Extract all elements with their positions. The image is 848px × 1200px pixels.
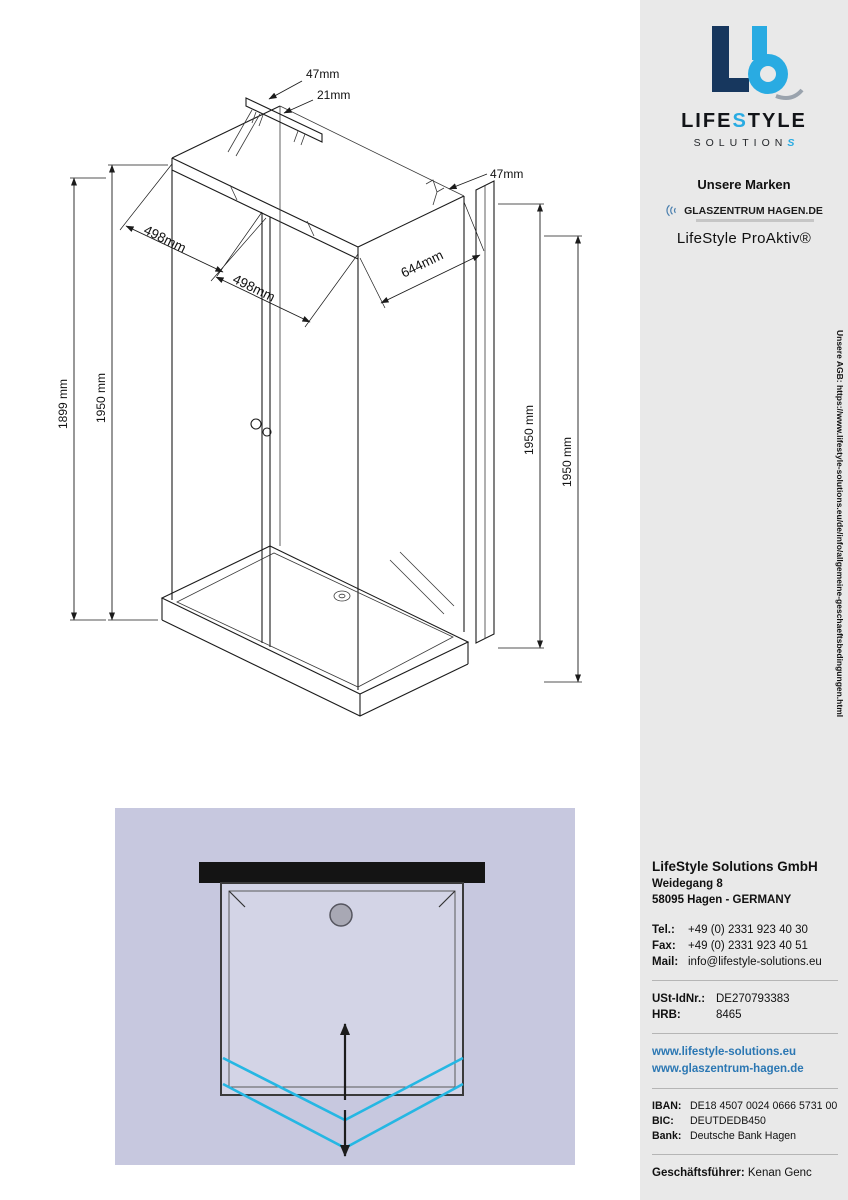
divider [652,1088,838,1089]
brand-wordmark: LIFESTYLE [640,110,848,133]
dim-label-1950-right-outer: 1950 mm [560,437,574,487]
glaszentrum-icon [666,204,677,217]
tel-row: Tel.: +49 (0) 2331 923 40 30 [652,922,838,938]
dim-label-21: 21mm [317,88,350,102]
ustid-label: USt-IdNr.: [652,993,706,1005]
glaszentrum-label: GLASZENTRUM HAGEN.DE [684,204,823,217]
lifestyle-logo-mark [712,26,804,100]
agb-vertical-link[interactable]: Unsere AGB: https://www.lifestyle-soluti… [835,330,845,718]
wall-profile-right [425,179,495,644]
fax-label: Fax: [652,940,676,952]
ceo-label: Geschäftsführer: [652,1167,745,1179]
bic-value: DEUTDEDB450 [690,1115,766,1127]
divider [652,1154,838,1155]
mail-value[interactable]: info@lifestyle-solutions.eu [688,956,822,968]
hrb-value: 8465 [716,1009,742,1021]
enclosure-frame [171,105,465,690]
tel-value: +49 (0) 2331 923 40 30 [688,924,808,936]
dim-label-47-right: 47mm [490,167,523,181]
bank-value: Deutsche Bank Hagen [690,1130,797,1142]
proaktiv-brand: LifeStyle ProAktiv® [676,230,812,247]
top-view-svg [115,808,575,1165]
dimension-annotations: 47mm 21mm 47mm 498mm 498mm 644mm 1899 mm… [56,67,582,683]
dim-label-47-top: 47mm [306,67,339,81]
divider [652,980,838,981]
info-sidebar: LIFESTYLE SOLUTIONS Unsere Marken GLASZE… [640,0,848,1200]
iban-value: DE18 4507 0024 0666 5731 00 [690,1100,838,1112]
website-link-lifestyle[interactable]: www.lifestyle-solutions.eu [652,1046,796,1058]
drain-top-view [329,903,353,927]
corner-brackets [228,890,456,908]
drain [333,590,351,602]
bank-label: Bank: [652,1130,682,1142]
wall-bracket [425,179,445,206]
wordmark-post: TYLE [747,110,807,132]
bank-row: Bank: Deutsche Bank Hagen [652,1129,838,1144]
technical-drawing-area: 47mm 21mm 47mm 498mm 498mm 644mm 1899 mm… [56,67,582,1165]
door-knob [250,418,262,430]
top-rail-detached [245,97,323,146]
unsere-marken-heading: Unsere Marken [697,177,791,192]
ceo-name: Kenan Genc [747,1167,812,1179]
wall-bar [199,862,485,883]
door-knob [262,427,272,437]
company-city: 58095 Hagen - GERMANY [652,894,792,906]
hrb-label: HRB: [652,1009,681,1021]
brand-subword: SOLUTIONS [640,137,848,149]
iban-label: IBAN: [652,1100,682,1112]
mail-label: Mail: [652,956,679,968]
glaszentrum-tagline-microtext [696,219,814,222]
ustid-value: DE270793383 [716,993,790,1005]
dim-label-1950-left: 1950 mm [94,373,108,423]
bic-label: BIC: [652,1115,674,1127]
bic-row: BIC: DEUTDEDB450 [652,1114,838,1129]
wordmark-accent: S [732,110,748,132]
subword-accent: S [787,137,795,149]
company-info-block: LifeStyle Solutions GmbH Weidegang 8 580… [652,858,838,1181]
logo-s-stem [752,26,767,60]
shower-tray [160,545,470,717]
top-view-diagram [115,808,575,1165]
ceo-row: Geschäftsführer: Kenan Genc [652,1165,838,1181]
logo-swoosh [775,88,804,100]
dim-label-498-a: 498mm [141,222,188,255]
dim-label-1899: 1899 mm [56,379,70,429]
fax-row: Fax: +49 (0) 2331 923 40 51 [652,938,838,954]
company-name: LifeStyle Solutions GmbH [652,859,818,874]
company-street: Weidegang 8 [652,878,723,890]
isometric-drawing: 47mm 21mm 47mm 498mm 498mm 644mm 1899 mm… [56,67,582,717]
hrb-row: HRB: 8465 [652,1007,838,1023]
dim-label-1950-right-inner: 1950 mm [522,405,536,455]
mail-row: Mail: info@lifestyle-solutions.eu [652,954,838,970]
glaszentrum-brand: GLASZENTRUM HAGEN.DE [640,203,848,218]
divider [652,1033,838,1034]
wordmark-pre: LIFE [681,110,733,132]
ustid-row: USt-IdNr.: DE270793383 [652,991,838,1007]
lifestyle-logo [640,20,848,117]
contact-block: Tel.: +49 (0) 2331 923 40 30 Fax: +49 (0… [652,922,838,970]
tray-inner-outline [228,890,456,1088]
subword-text: SOLUTION [693,137,788,149]
fax-value: +49 (0) 2331 923 40 51 [688,940,808,952]
website-link-glaszentrum[interactable]: www.glaszentrum-hagen.de [652,1063,804,1075]
logo-l-glyph [712,26,749,92]
tel-label: Tel.: [652,924,675,936]
iban-row: IBAN: DE18 4507 0024 0666 5731 00 [652,1099,838,1114]
